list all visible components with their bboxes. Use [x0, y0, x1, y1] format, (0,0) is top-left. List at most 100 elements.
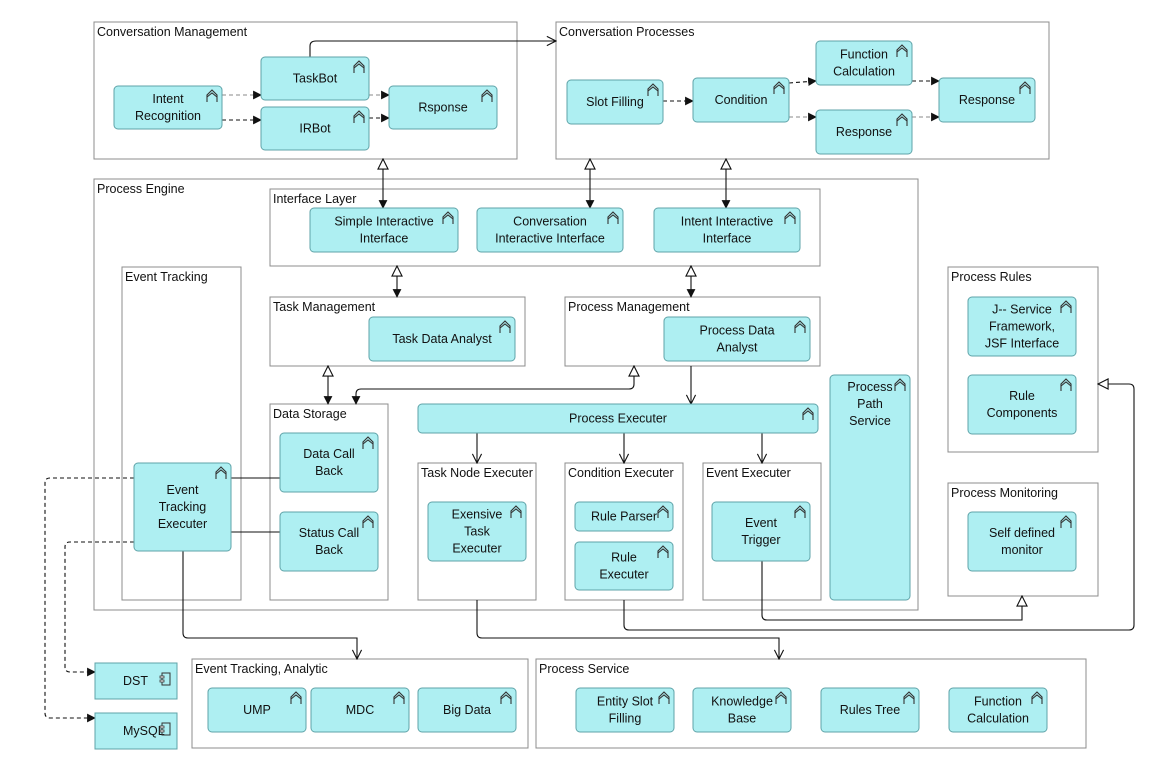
node-rules-tree[interactable]: Rules Tree [820, 687, 920, 733]
node-label: Trigger [741, 533, 780, 547]
node-label: Exensive [452, 508, 503, 522]
node-proc-executer[interactable]: Process Executer [417, 403, 819, 434]
node-label: Tracking [159, 500, 207, 514]
connector [182, 551, 357, 659]
group-label: Process Monitoring [951, 486, 1058, 500]
artifact-label: MySQL [123, 724, 165, 738]
node-condition[interactable]: Condition [692, 77, 790, 123]
group-label: Task Node Executer [421, 466, 533, 480]
node-label: Executer [599, 568, 648, 582]
service-icon [362, 436, 374, 449]
node-label: Rsponse [418, 101, 467, 115]
node-label: JSF Interface [985, 337, 1059, 351]
node-big-data[interactable]: Big Data [417, 687, 517, 733]
service-icon [896, 44, 908, 57]
service-icon [290, 691, 302, 704]
node-label: Calculation [967, 712, 1029, 726]
node-irbot[interactable]: IRBot [260, 106, 370, 151]
connector [623, 384, 1135, 631]
node-label: J-- Service [992, 303, 1052, 317]
node-response-right[interactable]: Response [938, 77, 1036, 123]
node-label: Recognition [135, 109, 201, 123]
node-label: Path [857, 397, 883, 411]
node-taskbot[interactable]: TaskBot [260, 56, 370, 101]
node-task-data-analyst[interactable]: Task Data Analyst [368, 316, 516, 362]
node-label: Big Data [443, 703, 491, 717]
node-label: Rule [611, 551, 637, 565]
service-icon [657, 505, 669, 518]
node-rule-parser[interactable]: Rule Parser [574, 501, 674, 532]
node-label: Framework, [989, 320, 1055, 334]
node-label: Function [840, 48, 888, 62]
connector [64, 541, 134, 677]
service-icon [499, 320, 511, 333]
service-icon [647, 83, 659, 96]
group-label: Event Tracking [125, 270, 208, 284]
group-label: Task Management [273, 300, 376, 314]
service-icon [442, 211, 454, 224]
connector [356, 366, 634, 404]
service-icon [1060, 515, 1072, 528]
service-icon [481, 89, 493, 102]
node-label: Rule [1009, 389, 1035, 403]
node-label: MDC [346, 703, 374, 717]
node-mdc[interactable]: MDC [310, 687, 410, 733]
node-label: monitor [1001, 543, 1043, 557]
node-label: Back [315, 464, 344, 478]
service-icon [1019, 81, 1031, 94]
group-label: Condition Executer [568, 466, 674, 480]
node-label: Rule Parser [591, 510, 657, 524]
service-icon [362, 515, 374, 528]
service-icon [393, 691, 405, 704]
node-label: Condition [715, 93, 768, 107]
service-icon [896, 113, 908, 126]
node-label: Knowledge [711, 695, 773, 709]
node-rsponse[interactable]: Rsponse [388, 85, 498, 130]
node-label: Process Data [699, 324, 774, 338]
node-label: UMP [243, 703, 271, 717]
node-ump[interactable]: UMP [207, 687, 307, 733]
service-icon [775, 691, 787, 704]
node-label: Event [745, 516, 777, 530]
node-label: Slot Filling [586, 95, 644, 109]
node-label: Calculation [833, 65, 895, 79]
group-label: Event Executer [706, 466, 791, 480]
artifact-dst[interactable]: DST [94, 662, 178, 700]
node-label: Entity Slot [597, 695, 654, 709]
connector [44, 477, 134, 723]
node-label: Intent [152, 92, 184, 106]
connector [309, 41, 556, 57]
node-label: IRBot [299, 122, 331, 136]
node-label: Response [959, 93, 1015, 107]
node-slot-filling[interactable]: Slot Filling [566, 79, 664, 125]
service-icon [903, 691, 915, 704]
service-icon [657, 545, 669, 558]
service-icon [658, 691, 670, 704]
node-response-mid[interactable]: Response [815, 109, 913, 155]
connector [761, 561, 1022, 621]
service-icon [206, 89, 218, 102]
artifact-mysql[interactable]: MySQL [94, 712, 178, 750]
connector [476, 600, 779, 659]
node-label: Executer [452, 542, 501, 556]
